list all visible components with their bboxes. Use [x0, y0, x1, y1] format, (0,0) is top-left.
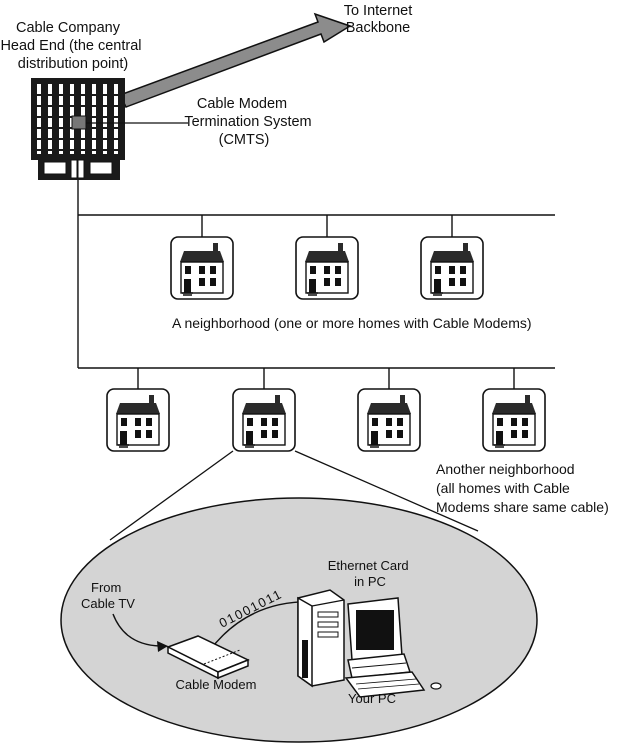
- internet-label: To Internet Backbone: [344, 3, 417, 36]
- house-icon: [357, 388, 421, 452]
- cable-modem-icon: [166, 635, 250, 680]
- house-icon: [482, 388, 546, 452]
- cable-modem-label: Cable Modem: [176, 677, 257, 692]
- cmts-box: [71, 115, 87, 130]
- your-pc-label: Your PC: [348, 691, 396, 706]
- house-icon: [232, 388, 296, 452]
- cable-tv-arrow: [112, 613, 168, 652]
- cmts-label: Cable Modem Termination System (CMTS): [184, 96, 315, 148]
- house-icon: [170, 236, 234, 300]
- house-icon: [106, 388, 170, 452]
- headend-label: Cable Company Head End (the central dist…: [0, 20, 145, 72]
- cable-lines: [77, 180, 555, 389]
- desktop-pc-icon: [297, 589, 442, 698]
- ethernet-card-label: Ethernet Card in PC: [328, 558, 413, 589]
- from-cable-tv-label: From Cable TV: [81, 580, 135, 611]
- neighborhood-label: A neighborhood (one or more homes with C…: [172, 315, 532, 331]
- house-icon: [420, 236, 484, 300]
- another-neighborhood-label: Another neighborhood (all homes with Cab…: [436, 461, 609, 515]
- internet-arrow: [118, 12, 352, 108]
- house-icon: [295, 236, 359, 300]
